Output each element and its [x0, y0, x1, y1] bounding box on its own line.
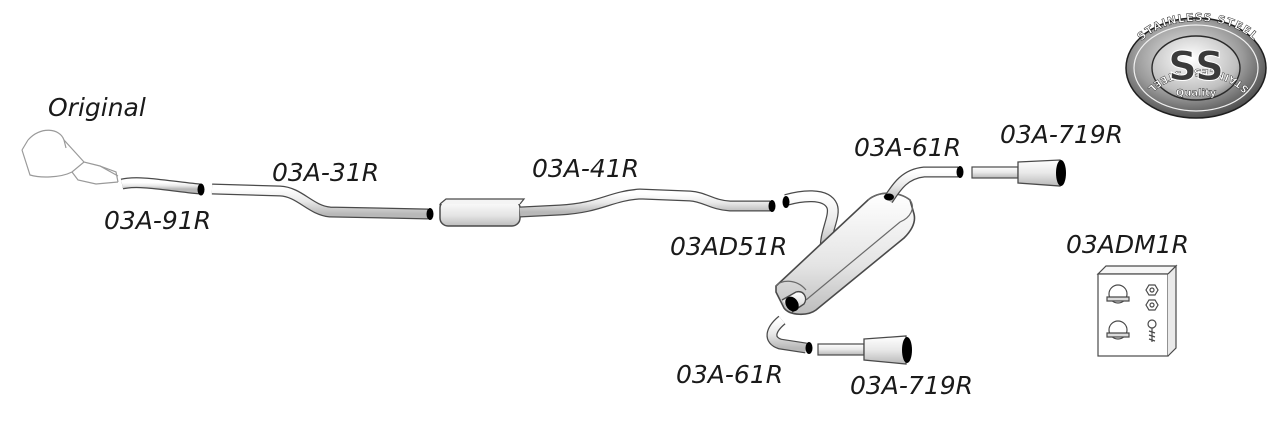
pipe-03A-61R-upper [883, 166, 964, 204]
part-label-03ADM1R: 03ADM1R [1066, 230, 1190, 259]
part-label-03AD51R: 03AD51R [670, 232, 788, 261]
tailpipe-03A-719R-lower [817, 335, 912, 365]
original-exhaust-outline [21, 129, 119, 185]
tailpipe-03A-719R-upper [971, 159, 1066, 187]
badge-sub-text: Quality [1176, 88, 1217, 99]
part-label-03A-91R: 03A-91R [104, 206, 212, 235]
main-muffler [775, 192, 916, 316]
part-label-03A-41R: 03A-41R [532, 154, 640, 183]
stainless-steel-badge: STAINLESS STEEL STAINLESS STEEL SS Quali… [1125, 11, 1267, 119]
pipe-03A-91R [120, 177, 205, 196]
pipe-03A-31R [211, 183, 434, 220]
pipe-03AD51R [782, 190, 839, 251]
part-label-03A-61R-lower: 03A-61R [676, 360, 784, 389]
part-label-03A-61R-upper: 03A-61R [854, 133, 962, 162]
pipe-03A-41R [439, 188, 776, 227]
original-label: Original [48, 93, 146, 122]
hardware-kit-box [1096, 264, 1178, 357]
part-label-03A-31R: 03A-31R [272, 158, 380, 187]
clamp-icon [1106, 284, 1130, 340]
part-label-03A-719R-upper: 03A-719R [1000, 120, 1124, 149]
badge-center-text: SS [1168, 44, 1224, 90]
part-label-03A-719R-lower: 03A-719R [850, 371, 974, 400]
pipe-03A-61R-lower [766, 315, 813, 354]
bolt-nut-icon [1145, 284, 1159, 342]
